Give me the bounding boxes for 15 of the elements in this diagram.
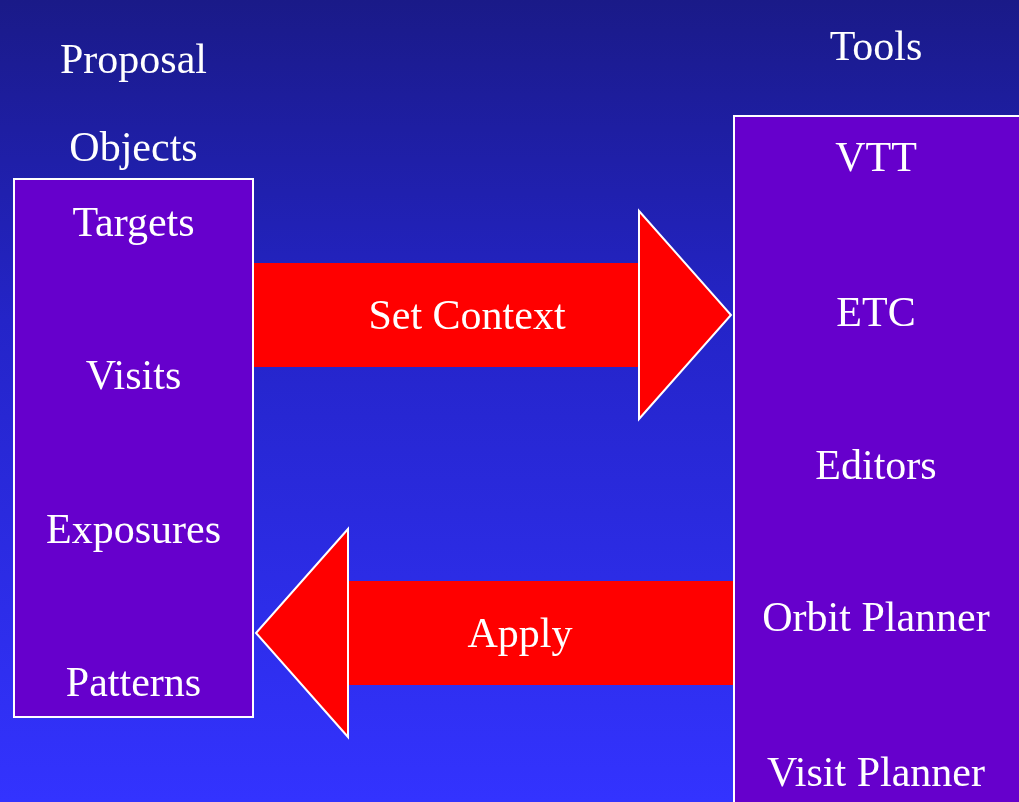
list-item: Orbit Planner <box>762 593 990 641</box>
heading: Tools <box>829 22 923 71</box>
edge-label: Apply <box>467 609 573 657</box>
list-item: Exposures <box>46 505 221 553</box>
list-item: VTT <box>835 133 917 181</box>
block-arrow <box>254 210 732 420</box>
list-item: Visits <box>85 351 182 399</box>
list-item: Visit Planner <box>767 748 985 796</box>
list-item: Editors <box>815 441 937 489</box>
list-item: Patterns <box>65 658 202 706</box>
list-item: Targets <box>72 198 195 246</box>
block-arrow <box>255 528 733 738</box>
heading: Proposal Objects <box>59 35 208 172</box>
list-item: ETC <box>836 288 916 336</box>
edge-label: Set Context <box>368 291 566 339</box>
